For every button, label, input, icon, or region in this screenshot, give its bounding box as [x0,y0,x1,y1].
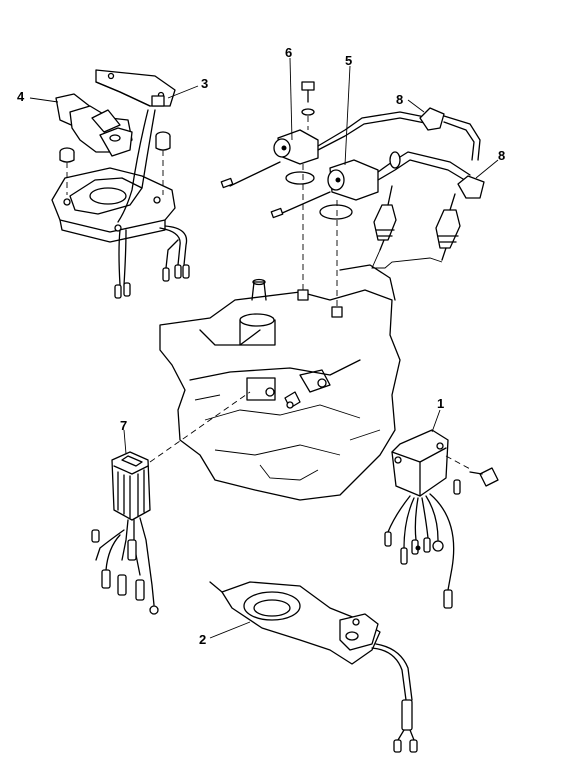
callout-2: 2 [199,632,207,647]
mounting-bracket [209,581,418,753]
callout-4: 4 [17,89,25,104]
callout-1: 1 [437,396,445,411]
callout-6: 6 [285,45,293,60]
cdi-unit [384,429,499,609]
callout-5: 5 [345,53,353,68]
spark-plugs-and-caps [371,107,485,269]
callout-8-upper: 8 [396,92,404,107]
callout-3: 3 [201,76,209,91]
rectifier-unit [91,391,251,615]
engine-block [159,264,401,501]
callout-8-lower: 8 [498,148,506,163]
callout-leaders [29,57,499,639]
magneto-coil-assembly [51,69,190,299]
ignition-coils [220,81,471,307]
callout-7: 7 [120,418,128,433]
